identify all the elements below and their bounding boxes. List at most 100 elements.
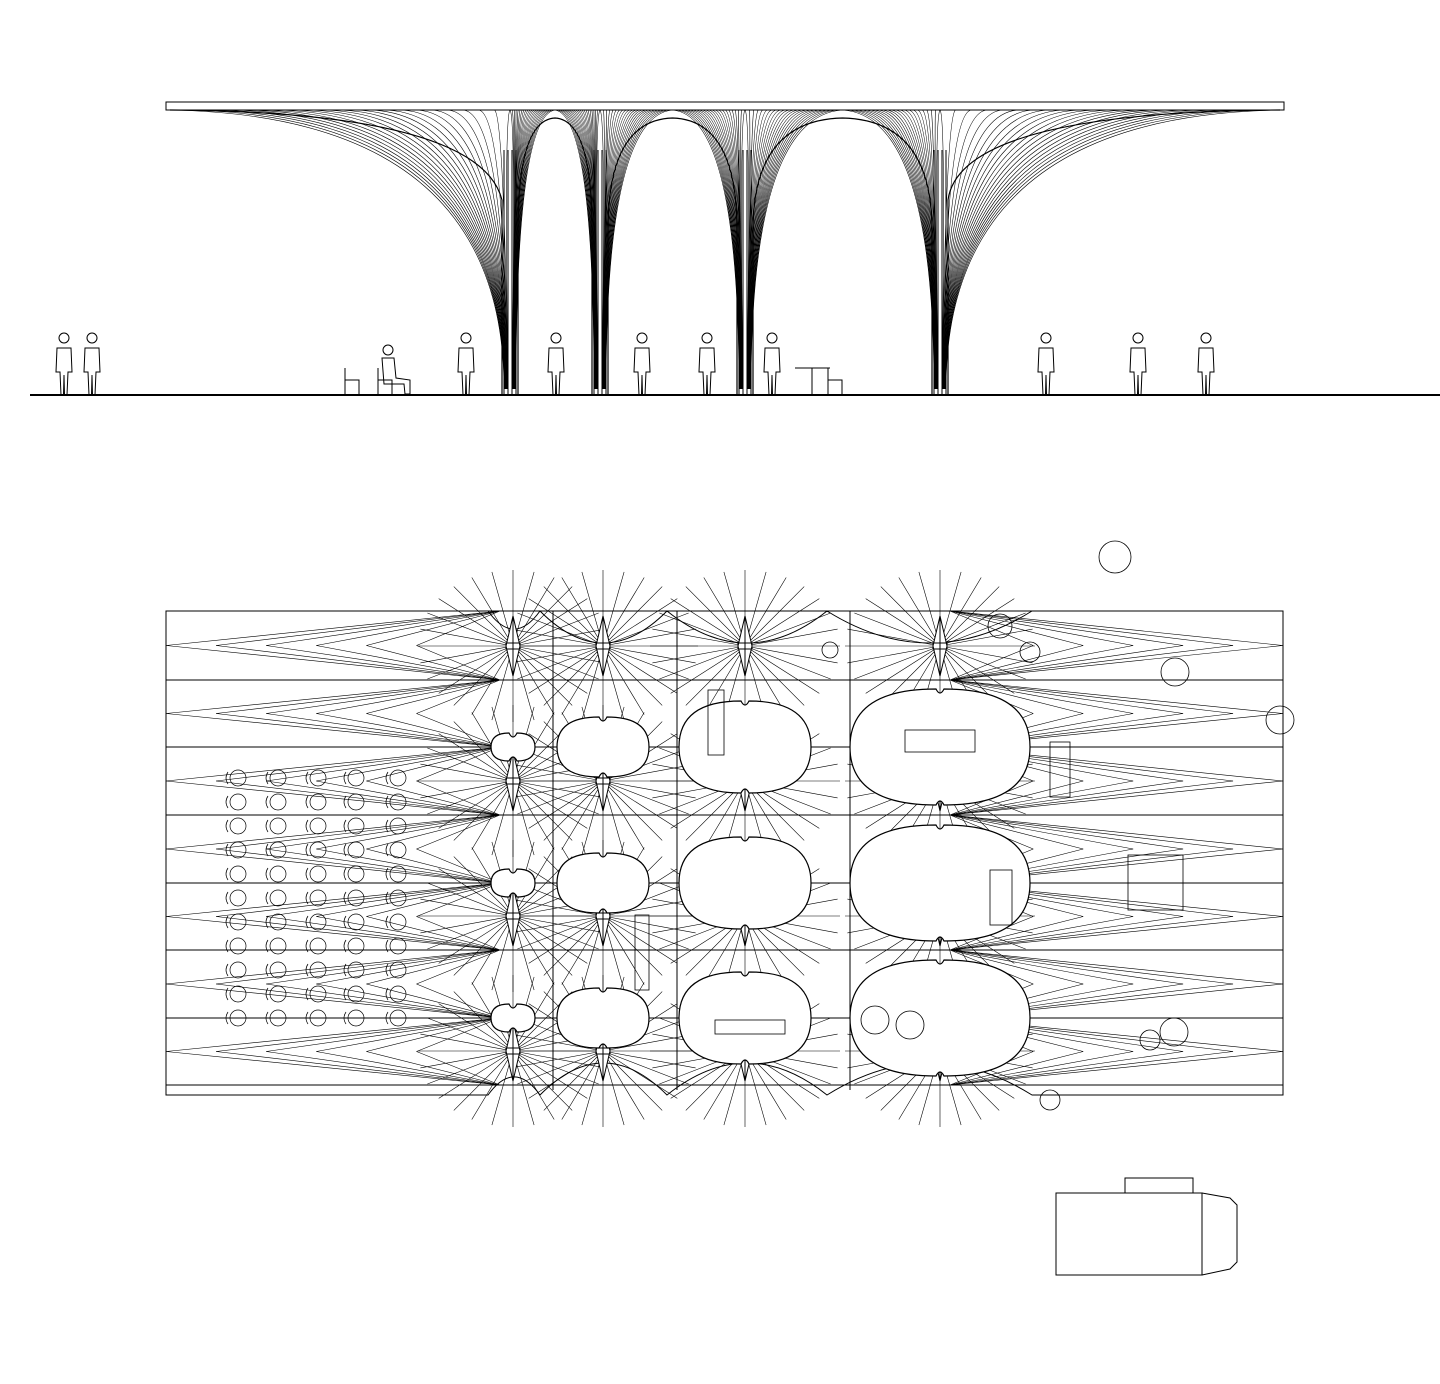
seat: [265, 889, 287, 907]
ray-line: [420, 1050, 514, 1069]
ray-line: [266, 1051, 501, 1086]
seat-back: [305, 915, 309, 929]
ray-line: [949, 679, 1184, 714]
column-core: [505, 642, 521, 650]
ray-line: [165, 746, 501, 782]
round-table: [1039, 1089, 1061, 1111]
furniture: [344, 367, 843, 395]
oval-opening: [490, 1003, 536, 1033]
ray-line: [602, 645, 663, 706]
person-body: [1129, 347, 1147, 396]
elevation-view: [30, 101, 1440, 396]
ray-line: [602, 898, 696, 917]
ray-line: [165, 983, 501, 1019]
ray-line: [949, 916, 1234, 951]
seat: [343, 937, 365, 955]
ray-line: [949, 610, 1084, 646]
seat-back: [305, 867, 309, 881]
person-head: [382, 344, 394, 356]
ray-line: [949, 780, 1234, 816]
seat-back: [265, 915, 269, 929]
seat-outline: [309, 865, 327, 883]
ray-line: [949, 610, 1134, 646]
ray-line: [512, 1050, 588, 1099]
ray-line: [266, 1017, 501, 1052]
seat-outline: [229, 769, 247, 787]
seat-outline: [309, 817, 327, 835]
rect-table: [714, 1019, 786, 1035]
seat-outline: [347, 1009, 365, 1027]
seat: [305, 793, 327, 811]
ray-line: [939, 577, 982, 647]
seat-back: [225, 771, 229, 785]
ray-line: [602, 915, 663, 976]
ray-line: [949, 1051, 1284, 1086]
ray-line: [602, 577, 645, 647]
table: [795, 367, 830, 395]
outer-flare: [947, 109, 1281, 395]
shell-rib: [448, 109, 508, 390]
ray-line: [416, 1017, 501, 1052]
ray-line: [316, 814, 501, 850]
ray-line: [316, 1051, 501, 1086]
seat-outline: [347, 937, 365, 955]
shell-rib: [945, 109, 1265, 390]
ray-line: [602, 612, 689, 647]
seat-back: [305, 843, 309, 857]
ray-line: [949, 645, 1034, 681]
seat-outline: [347, 889, 365, 907]
ray-line: [512, 645, 588, 694]
round-table: [860, 1005, 890, 1035]
ray-line: [512, 645, 555, 715]
seat-outline: [389, 865, 407, 883]
shell-rib: [942, 109, 1018, 390]
ray-line: [266, 848, 501, 884]
ray-line: [316, 848, 501, 884]
ray-line: [949, 645, 1234, 681]
ray-line: [420, 628, 514, 647]
ray-line: [316, 645, 501, 681]
seat-back: [305, 795, 309, 809]
ray-line: [949, 679, 1234, 714]
rect-table: [1127, 854, 1184, 911]
oval-opening: [490, 868, 536, 898]
person-body: [1197, 347, 1215, 396]
ray-line: [949, 780, 1284, 816]
column-head: [505, 615, 521, 677]
seat: [305, 865, 327, 883]
ray-line: [949, 949, 1284, 985]
seat-outline: [309, 937, 327, 955]
ray-line: [949, 780, 1184, 816]
ray-line: [165, 713, 501, 748]
ray-line: [510, 628, 604, 647]
shell-rib: [216, 109, 505, 390]
seat-back: [385, 843, 389, 857]
ray-line: [512, 915, 588, 964]
ray-line: [512, 915, 555, 985]
person-body: [547, 347, 565, 396]
chair: [377, 368, 393, 395]
rect-table: [707, 689, 725, 756]
seat-back: [343, 771, 347, 785]
oval-opening: [849, 688, 1031, 806]
seat: [225, 1009, 247, 1027]
ray-line: [703, 645, 746, 715]
ray-line: [949, 916, 1134, 951]
seat-outline: [269, 889, 287, 907]
seat: [385, 865, 407, 883]
ray-line: [366, 814, 501, 850]
shell-rib: [750, 109, 843, 390]
ray-line: [427, 882, 514, 917]
ray-line: [512, 915, 606, 934]
ray-line: [512, 780, 606, 799]
ray-line: [659, 645, 746, 680]
seat-back: [343, 867, 347, 881]
ray-line: [670, 598, 746, 647]
ray-line: [512, 612, 599, 647]
ray-line: [216, 949, 501, 985]
ray-line: [949, 610, 1284, 646]
seat-outline: [309, 769, 327, 787]
shell-rib: [942, 109, 987, 390]
seat: [265, 985, 287, 1003]
ray-line: [949, 814, 1084, 850]
